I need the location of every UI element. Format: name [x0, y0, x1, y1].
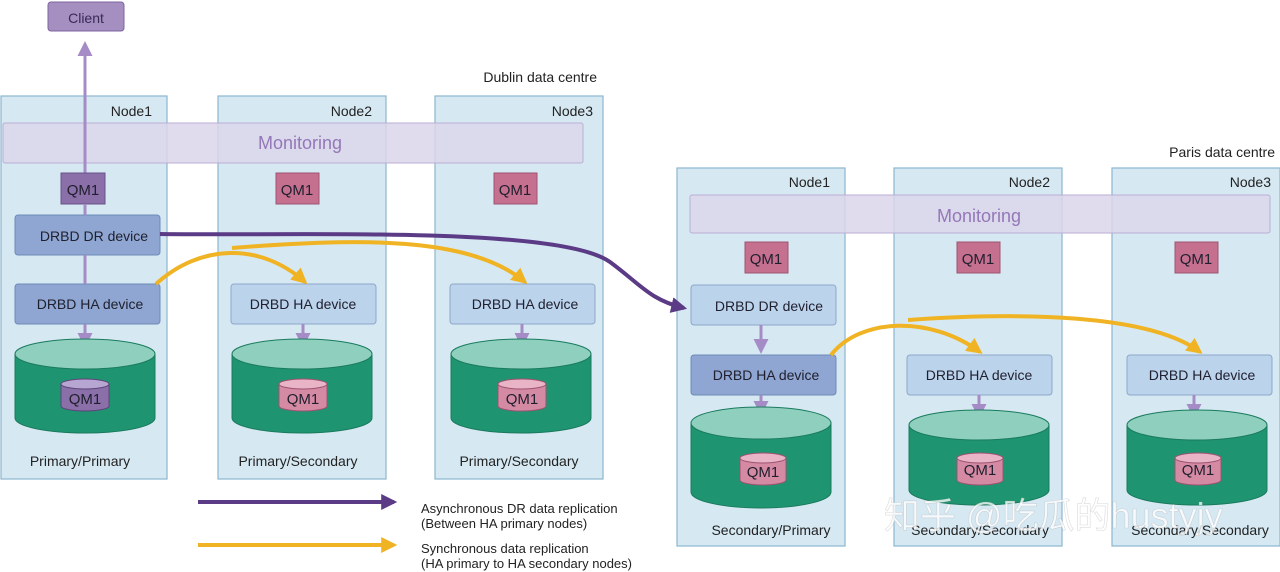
paris-title: Paris data centre — [1169, 144, 1275, 160]
dublin-node-2-qm: QM1 — [275, 172, 320, 205]
svg-text:QM1: QM1 — [1180, 251, 1213, 268]
dublin-node-2-ha-device: DRBD HA device — [230, 283, 377, 325]
dublin-monitoring-bar: Monitoring — [2, 122, 584, 164]
qm-cylinder: QM1 — [739, 452, 787, 486]
paris-node-1-qm: QM1 — [744, 241, 789, 274]
paris-node-3-ha-device: DRBD HA device — [1126, 354, 1273, 396]
client-box: Client — [47, 1, 125, 32]
qm-cylinder: QM1 — [1174, 452, 1222, 486]
monitoring-label: Monitoring — [937, 206, 1021, 226]
qm-cylinder: QM1 — [60, 378, 110, 412]
legend-async-title: Asynchronous DR data replication — [421, 501, 618, 516]
dublin-node-3-disk: QM1 — [450, 338, 592, 434]
async-dr-replication-arrow — [159, 232, 688, 313]
monitoring-label: Monitoring — [258, 133, 342, 153]
client-label: Client — [68, 10, 104, 26]
node-status: Secondary/Secondary — [911, 522, 1049, 538]
qm-cylinder: QM1 — [278, 378, 328, 412]
dublin-node-1-qm: QM1 — [60, 172, 106, 205]
dublin-node-3-ha-device: DRBD HA device — [449, 283, 596, 325]
dublin-dr-device: DRBD DR device — [14, 214, 161, 256]
paris-node-3-qm: QM1 — [1174, 241, 1219, 274]
svg-text:QM1: QM1 — [499, 182, 532, 199]
qm-cylinder: QM1 — [956, 452, 1004, 486]
dublin-node-1-disk: QM1 — [14, 338, 156, 434]
node-name: Node3 — [552, 103, 593, 119]
node-status: Secondary/Secondary — [1131, 522, 1269, 538]
legend-sync-subtitle: (HA primary to HA secondary nodes) — [421, 556, 632, 571]
qm-cylinder: QM1 — [497, 378, 547, 412]
node-name: Node1 — [789, 174, 830, 190]
node-name: Node2 — [1009, 174, 1050, 190]
sync-replication-arrow — [231, 240, 528, 285]
svg-text:QM1: QM1 — [67, 182, 100, 199]
node-status: Secondary/Primary — [711, 522, 830, 538]
svg-text:QM1: QM1 — [964, 462, 997, 479]
sync-replication-arrow — [154, 251, 308, 286]
paris-node-3-disk: QM1 — [1126, 409, 1268, 506]
node-status: Primary/Secondary — [238, 453, 357, 469]
paris-node-2-disk: QM1 — [908, 409, 1050, 506]
svg-text:DRBD HA device: DRBD HA device — [472, 296, 579, 312]
sync-replication-arrow — [907, 314, 1203, 354]
dublin-node-2-disk: QM1 — [231, 338, 373, 434]
svg-text:QM1: QM1 — [69, 391, 102, 408]
legend-sync-title: Synchronous data replication — [421, 541, 589, 556]
paris-node-2-ha-device: DRBD HA device — [906, 354, 1053, 396]
svg-text:QM1: QM1 — [750, 251, 783, 268]
node-status: Primary/Primary — [30, 453, 130, 469]
svg-text:DRBD HA device: DRBD HA device — [250, 296, 357, 312]
svg-text:QM1: QM1 — [281, 182, 314, 199]
node-name: Node3 — [1230, 174, 1271, 190]
node-name: Node1 — [111, 103, 152, 119]
dublin-node-3-qm: QM1 — [493, 172, 538, 205]
svg-text:QM1: QM1 — [1182, 462, 1215, 479]
node-name: Node2 — [331, 103, 372, 119]
svg-text:DRBD DR device: DRBD DR device — [715, 298, 823, 314]
svg-text:QM1: QM1 — [287, 391, 320, 408]
svg-text:QM1: QM1 — [506, 391, 539, 408]
legend: Asynchronous DR data replication (Betwee… — [198, 494, 632, 571]
svg-text:DRBD HA device: DRBD HA device — [713, 367, 820, 383]
svg-text:QM1: QM1 — [962, 251, 995, 268]
svg-text:QM1: QM1 — [747, 464, 780, 481]
svg-text:DRBD HA device: DRBD HA device — [1149, 367, 1256, 383]
paris-node-1-disk: QM1 — [690, 406, 832, 509]
paris-node-2-qm: QM1 — [956, 241, 1001, 274]
dublin-node-1-ha-device: DRBD HA device — [14, 283, 161, 325]
dublin-title: Dublin data centre — [483, 69, 597, 85]
paris-node-1-ha-device: DRBD HA device — [690, 354, 837, 396]
svg-text:DRBD HA device: DRBD HA device — [926, 367, 1033, 383]
svg-text:DRBD DR device: DRBD DR device — [40, 228, 148, 244]
node-status: Primary/Secondary — [459, 453, 578, 469]
svg-text:DRBD HA device: DRBD HA device — [37, 296, 144, 312]
watermark: 知乎 @吃瓜的hustyjy — [884, 495, 1223, 536]
paris-dr-device: DRBD DR device — [690, 284, 837, 326]
legend-async-subtitle: (Between HA primary nodes) — [421, 516, 587, 531]
paris-monitoring-bar: Monitoring — [689, 194, 1271, 234]
sync-replication-arrow — [829, 323, 983, 357]
